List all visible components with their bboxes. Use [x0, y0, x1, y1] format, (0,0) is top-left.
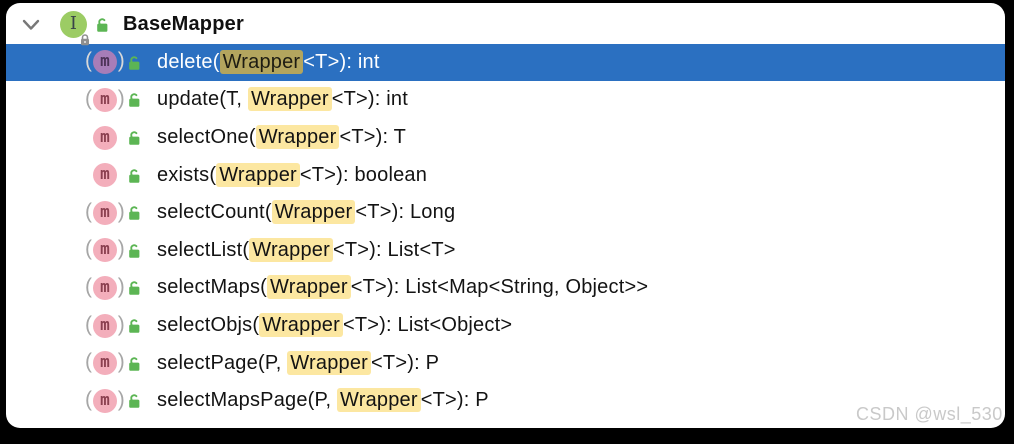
method-signature: exists(Wrapper<T>): boolean — [157, 162, 428, 187]
method-icon — [90, 125, 120, 151]
search-match-highlight: Wrapper — [249, 237, 333, 262]
tree-row-exists[interactable]: exists(Wrapper<T>): boolean — [6, 156, 1005, 194]
tree-row-selectmaps[interactable]: selectMaps(Wrapper<T>): List<Map<String,… — [6, 269, 1005, 307]
final-lock-badge-icon — [79, 29, 91, 45]
method-icon — [90, 313, 120, 339]
search-match-highlight: Wrapper — [287, 350, 372, 375]
structure-popup-window: BaseMapper delete(Wrapper<T>): int updat… — [6, 3, 1005, 428]
method-signature: selectList(Wrapper<T>): List<T> — [157, 237, 456, 262]
public-open-lock-icon — [126, 54, 143, 71]
search-match-highlight: Wrapper — [255, 125, 340, 150]
method-icon — [90, 350, 120, 376]
method-icon — [90, 87, 120, 113]
method-signature: selectPage(P, Wrapper<T>): P — [157, 350, 440, 375]
tree-row-selectpage[interactable]: selectPage(P, Wrapper<T>): P — [6, 344, 1005, 382]
root-class-name: BaseMapper — [123, 13, 244, 36]
method-icon — [90, 237, 120, 263]
public-open-lock-icon — [126, 392, 143, 409]
method-icon — [90, 162, 120, 188]
public-open-lock-icon — [94, 16, 111, 33]
tree-row-selectmapspage[interactable]: selectMapsPage(P, Wrapper<T>): P — [6, 382, 1005, 420]
method-signature: update(T, Wrapper<T>): int — [157, 87, 408, 112]
interface-icon — [60, 10, 91, 45]
method-signature: delete(Wrapper<T>): int — [157, 49, 380, 74]
structure-tree: BaseMapper delete(Wrapper<T>): int updat… — [6, 3, 1005, 420]
search-match-highlight: Wrapper — [271, 200, 356, 225]
method-signature: selectObjs(Wrapper<T>): List<Object> — [157, 313, 513, 338]
tree-row-selectcount[interactable]: selectCount(Wrapper<T>): Long — [6, 194, 1005, 232]
public-open-lock-icon — [126, 242, 143, 259]
public-open-lock-icon — [126, 204, 143, 221]
method-icon — [90, 200, 120, 226]
method-icon — [90, 275, 120, 301]
tree-row-selectobjs[interactable]: selectObjs(Wrapper<T>): List<Object> — [6, 307, 1005, 345]
method-signature: selectMaps(Wrapper<T>): List<Map<String,… — [157, 275, 649, 300]
tree-row-selectone[interactable]: selectOne(Wrapper<T>): T — [6, 119, 1005, 157]
public-open-lock-icon — [126, 91, 143, 108]
search-match-highlight: Wrapper — [216, 162, 300, 187]
search-match-highlight: Wrapper — [267, 275, 351, 300]
tree-row-update[interactable]: update(T, Wrapper<T>): int — [6, 81, 1005, 119]
tree-row-delete[interactable]: delete(Wrapper<T>): int — [6, 43, 1005, 82]
public-open-lock-icon — [126, 167, 143, 184]
public-open-lock-icon — [126, 279, 143, 296]
search-match-highlight: Wrapper — [337, 388, 421, 413]
method-signature: selectOne(Wrapper<T>): T — [157, 125, 407, 150]
tree-row-basemapper[interactable]: BaseMapper — [6, 6, 1005, 45]
search-match-highlight: Wrapper — [247, 87, 332, 112]
tree-row-selectlist[interactable]: selectList(Wrapper<T>): List<T> — [6, 232, 1005, 270]
method-signature: selectMapsPage(P, Wrapper<T>): P — [157, 388, 489, 413]
search-match-highlight: Wrapper — [219, 49, 304, 74]
method-signature: selectCount(Wrapper<T>): Long — [157, 200, 456, 225]
public-open-lock-icon — [126, 129, 143, 146]
method-icon — [90, 49, 120, 75]
search-match-highlight: Wrapper — [259, 313, 343, 338]
public-open-lock-icon — [126, 355, 143, 372]
method-icon — [90, 388, 120, 414]
chevron-down-icon[interactable] — [22, 19, 40, 31]
public-open-lock-icon — [126, 317, 143, 334]
